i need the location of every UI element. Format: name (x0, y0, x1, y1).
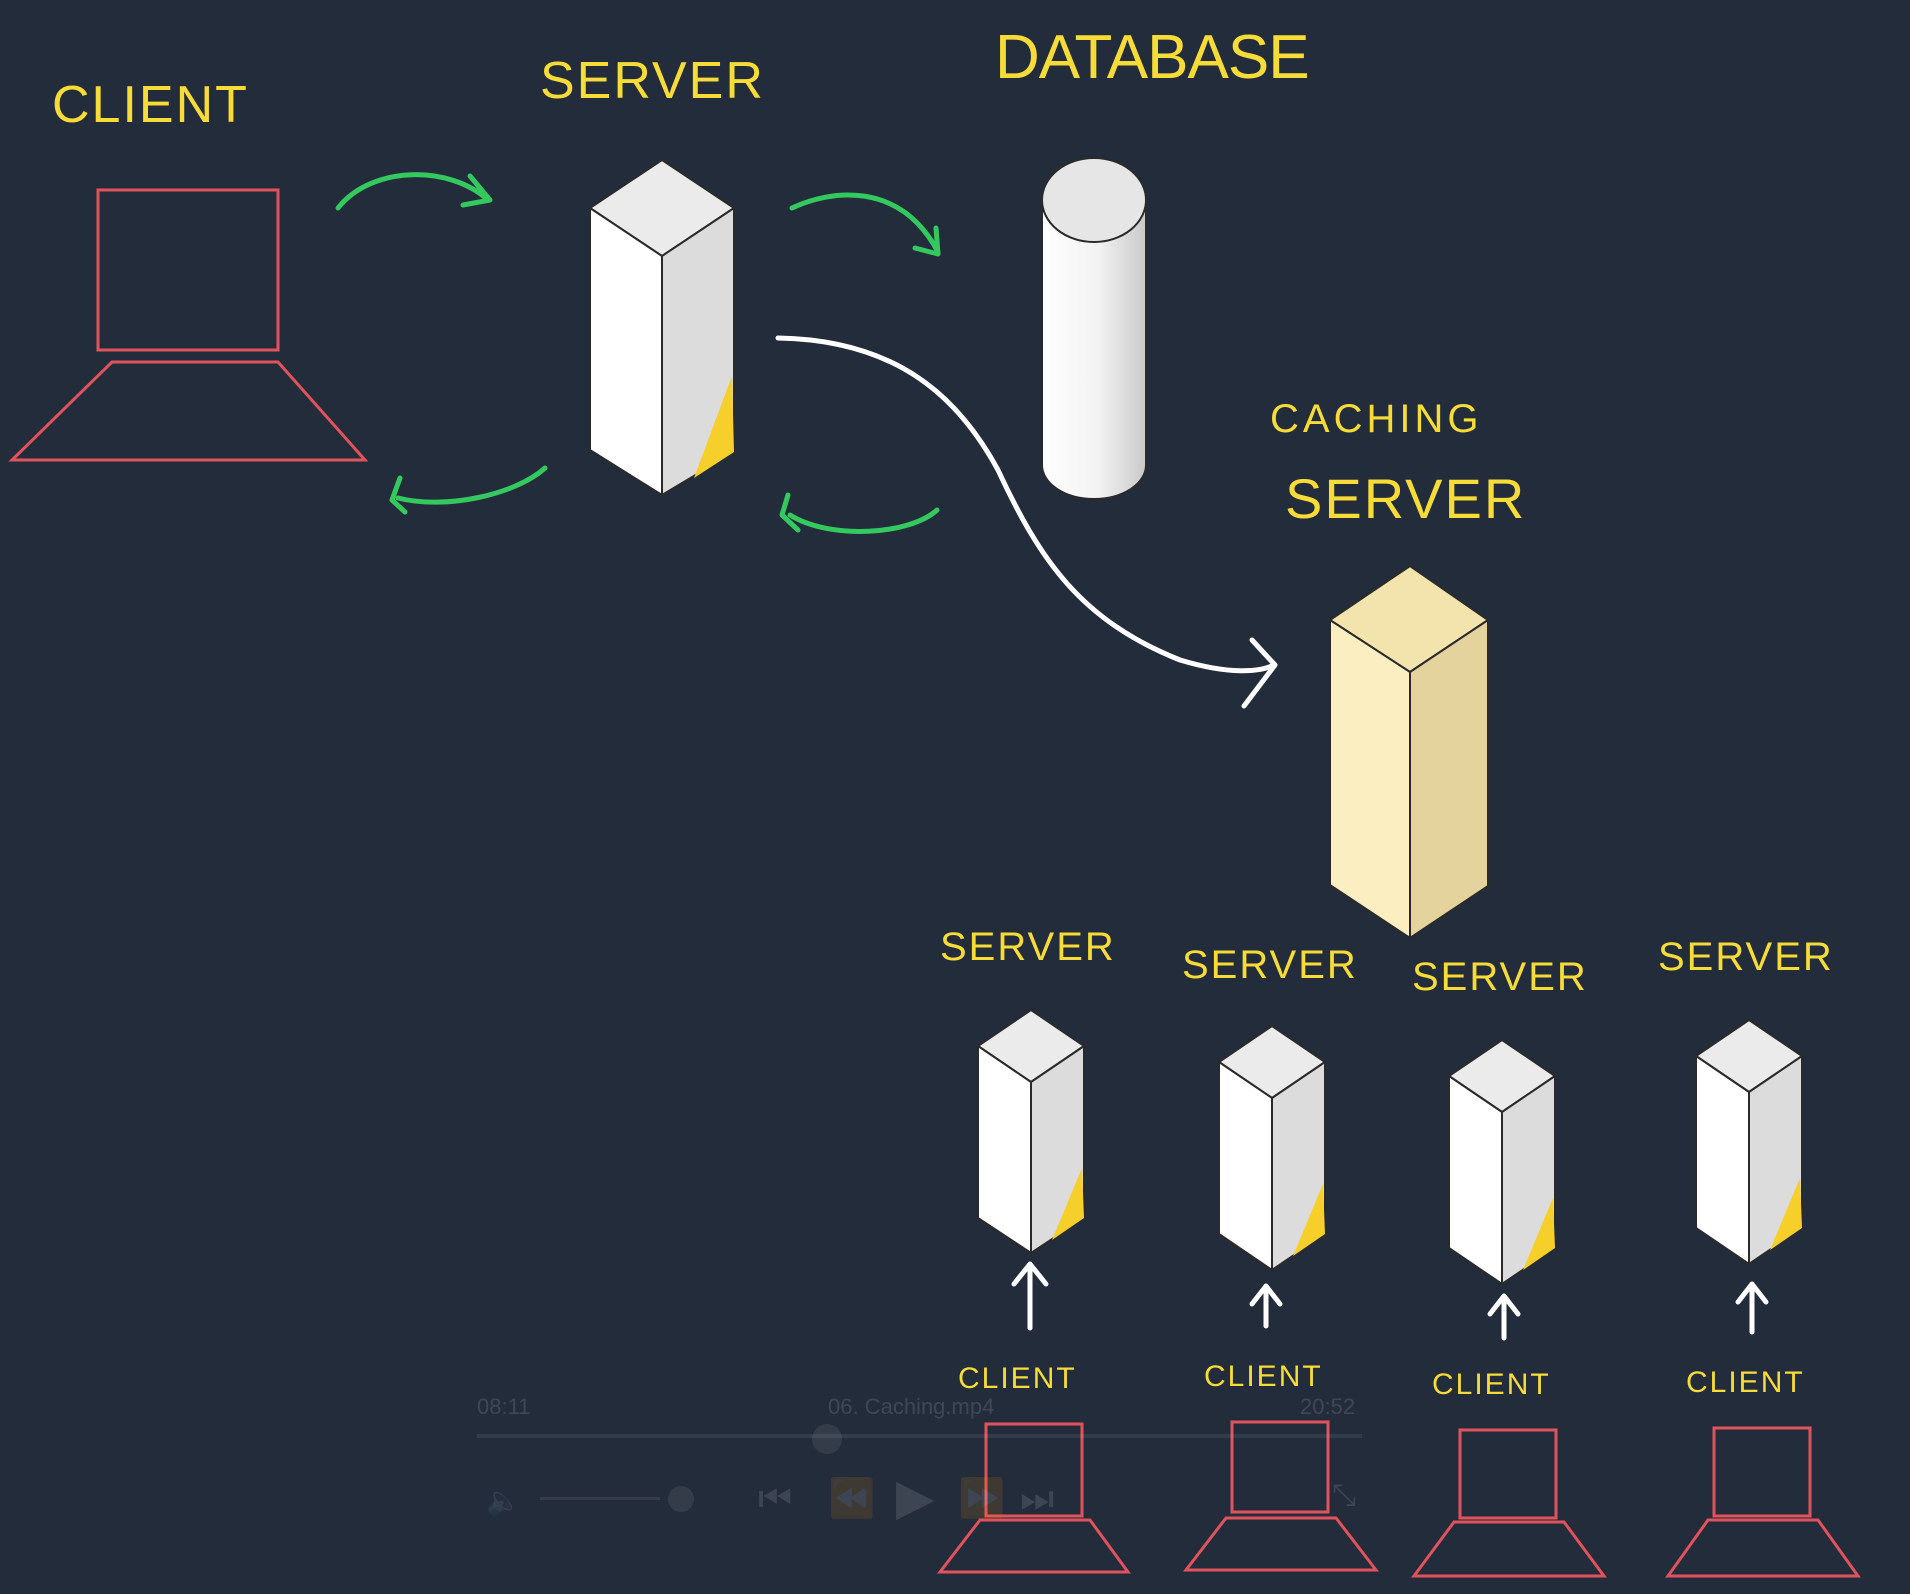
bottom-server-tower-3 (1448, 1039, 1556, 1285)
client-laptop (8, 188, 369, 462)
up-arrow-2 (1249, 1283, 1283, 1329)
server-label: SERVER (540, 52, 765, 110)
caching-label: CACHING (1270, 397, 1482, 441)
bottom-server-label-1: SERVER (940, 925, 1116, 969)
database-cylinder (1041, 157, 1147, 500)
bottom-server-tower-4 (1695, 1019, 1803, 1265)
up-arrow-4 (1735, 1281, 1769, 1335)
result-arrow-database-to-server (779, 492, 940, 534)
bottom-server-tower-1 (977, 1009, 1085, 1254)
bottom-server-label-2: SERVER (1182, 943, 1358, 987)
query-arrow-server-to-database (789, 192, 941, 257)
response-arrow-server-to-client (389, 465, 548, 515)
bottom-client-label-4: CLIENT (1686, 1366, 1805, 1399)
caching-server-label: SERVER (1285, 467, 1526, 530)
bottom-client-label-1: CLIENT (958, 1362, 1077, 1395)
bottom-client-label-3: CLIENT (1432, 1368, 1551, 1401)
up-arrow-1 (1011, 1261, 1049, 1331)
bottom-client-laptop-4 (1665, 1426, 1861, 1578)
caching-server-tower (1329, 565, 1489, 939)
bottom-client-laptop-3 (1411, 1428, 1607, 1578)
database-label: DATABASE (995, 23, 1309, 92)
request-arrow-client-to-server (335, 172, 493, 211)
client-label: CLIENT (52, 76, 249, 134)
bottom-client-laptop-2 (1182, 1420, 1380, 1572)
bottom-server-tower-2 (1218, 1025, 1326, 1271)
server-tower (589, 159, 735, 496)
bottom-server-label-4: SERVER (1658, 935, 1834, 979)
bottom-server-label-3: SERVER (1412, 955, 1588, 999)
arrow-server-to-caching-server (775, 335, 1278, 709)
bottom-client-label-2: CLIENT (1204, 1360, 1323, 1393)
bottom-client-laptop-1 (936, 1422, 1131, 1574)
up-arrow-3 (1487, 1293, 1521, 1341)
